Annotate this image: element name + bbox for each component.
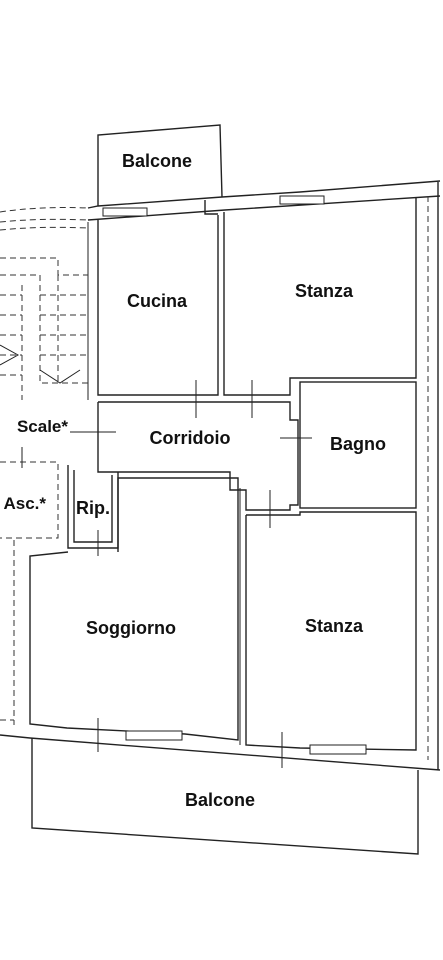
room-cucina-walls bbox=[87, 215, 219, 400]
label-scale: Scale* bbox=[17, 417, 68, 436]
label-stanza-bottom: Stanza bbox=[305, 616, 364, 636]
label-bagno: Bagno bbox=[330, 434, 386, 454]
room-corridoio-walls bbox=[70, 380, 312, 511]
window-stanza-bottom bbox=[309, 744, 367, 755]
elevator bbox=[0, 447, 59, 539]
window-kitchen bbox=[102, 207, 148, 217]
window-room-top bbox=[279, 195, 325, 205]
label-asc: Asc.* bbox=[3, 494, 46, 513]
label-stanza-top: Stanza bbox=[295, 281, 354, 301]
label-rip: Rip. bbox=[76, 498, 110, 518]
room-bagno-walls bbox=[299, 381, 417, 509]
label-balcone-bottom: Balcone bbox=[185, 790, 255, 810]
label-soggiorno: Soggiorno bbox=[86, 618, 176, 638]
staircase bbox=[0, 257, 88, 400]
window-soggiorno bbox=[125, 730, 183, 741]
bottom-wall bbox=[0, 540, 441, 771]
room-soggiorno-walls bbox=[29, 477, 241, 752]
label-cucina: Cucina bbox=[127, 291, 188, 311]
label-balcone-top: Balcone bbox=[122, 151, 192, 171]
balcony-top bbox=[97, 124, 223, 206]
balcony-bottom bbox=[31, 738, 419, 855]
room-stanza-top-walls bbox=[204, 198, 417, 396]
label-corridoio: Corridoio bbox=[150, 428, 231, 448]
top-wall bbox=[0, 180, 441, 231]
room-stanza-bottom-walls bbox=[245, 490, 417, 768]
